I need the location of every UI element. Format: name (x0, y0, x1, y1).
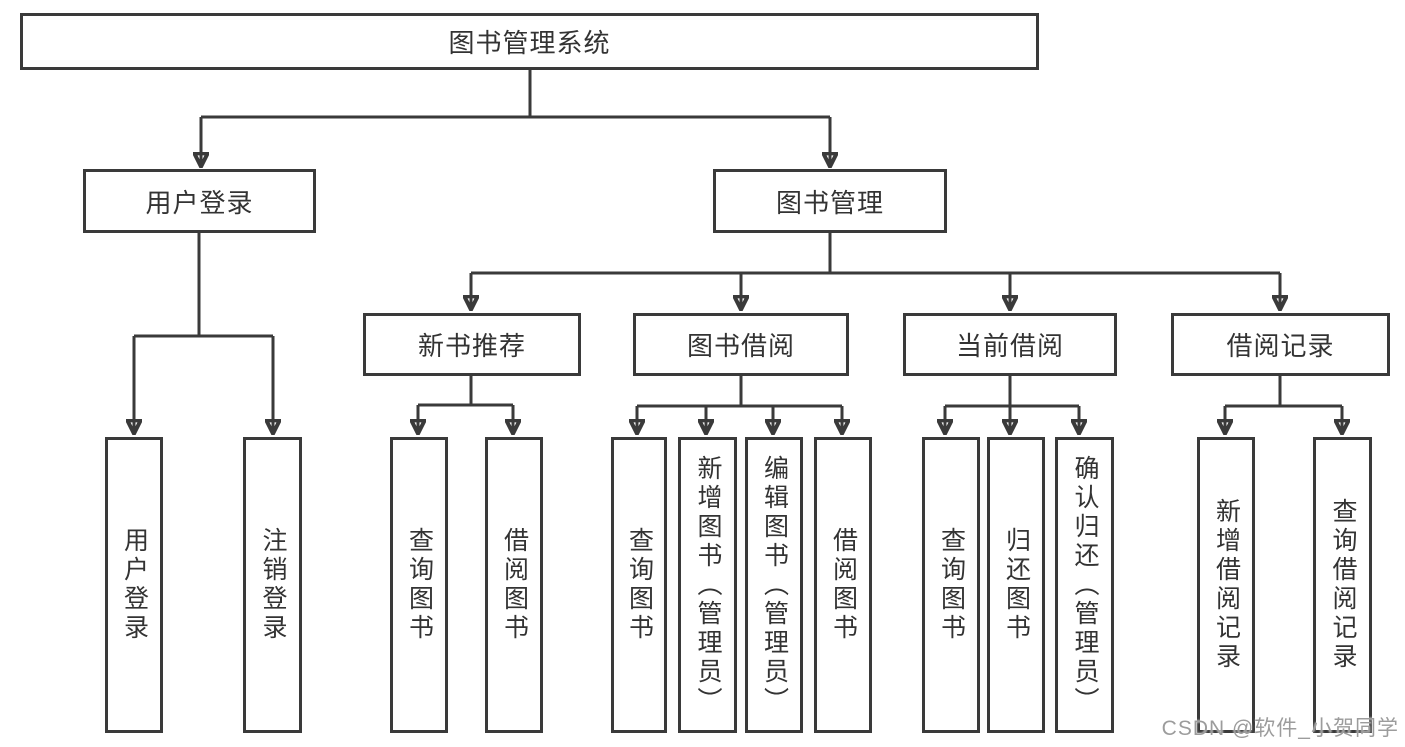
node-label: 用户登录 (145, 187, 254, 218)
connectors (134, 69, 1342, 433)
leaf-records-query-record: 查询借阅记录 (1313, 437, 1372, 733)
leaf-recommend-borrow-books: 借阅图书 (485, 437, 543, 733)
node-label: 当前借阅 (955, 331, 1064, 361)
node-label: 图书管理系统 (448, 28, 611, 58)
node-borrow-records: 借阅记录 (1171, 313, 1390, 376)
node-user-login: 用户登录 (83, 169, 316, 233)
leaf-label: 确认归还（管理员） (1071, 454, 1099, 716)
node-new-book-recommend: 新书推荐 (363, 313, 581, 376)
leaf-label: 注销登录 (259, 527, 287, 643)
leaf-current-query-books: 查询图书 (922, 437, 980, 733)
leaf-label: 借阅图书 (500, 527, 529, 643)
leaf-label: 查询图书 (625, 527, 654, 643)
leaf-label: 归还图书 (1002, 527, 1031, 643)
leaf-borrow-edit-books-admin: 编辑图书（管理员） (745, 437, 803, 733)
node-label: 图书借阅 (686, 331, 795, 361)
leaf-label: 查询图书 (405, 527, 434, 643)
leaf-user-login: 用户登录 (105, 437, 163, 733)
node-root-library-system: 图书管理系统 (20, 13, 1039, 70)
leaf-logout: 注销登录 (243, 437, 302, 733)
node-label: 新书推荐 (417, 331, 526, 361)
leaf-current-return-books: 归还图书 (987, 437, 1045, 733)
leaf-records-add-record: 新增借阅记录 (1197, 437, 1255, 733)
node-book-borrow: 图书借阅 (633, 313, 849, 376)
leaf-recommend-query-books: 查询图书 (390, 437, 448, 733)
leaf-label: 查询借阅记录 (1329, 498, 1357, 672)
node-book-management: 图书管理 (713, 169, 947, 233)
leaf-borrow-borrow-books: 借阅图书 (814, 437, 872, 733)
leaf-label: 编辑图书（管理员） (760, 454, 789, 716)
leaf-label: 用户登录 (120, 527, 149, 643)
node-current-borrow: 当前借阅 (903, 313, 1117, 376)
leaf-current-confirm-return-admin: 确认归还（管理员） (1055, 437, 1114, 733)
csdn-watermark: CSDN @软件_小贺同学 (1161, 717, 1399, 740)
leaf-borrow-add-books-admin: 新增图书（管理员） (678, 437, 737, 733)
node-label: 图书管理 (775, 187, 884, 218)
leaf-borrow-query-books: 查询图书 (611, 437, 667, 733)
leaf-label: 新增图书（管理员） (694, 454, 722, 716)
leaf-label: 查询图书 (937, 527, 966, 643)
node-label: 借阅记录 (1226, 331, 1335, 361)
leaf-label: 新增借阅记录 (1212, 498, 1241, 672)
leaf-label: 借阅图书 (829, 527, 858, 643)
